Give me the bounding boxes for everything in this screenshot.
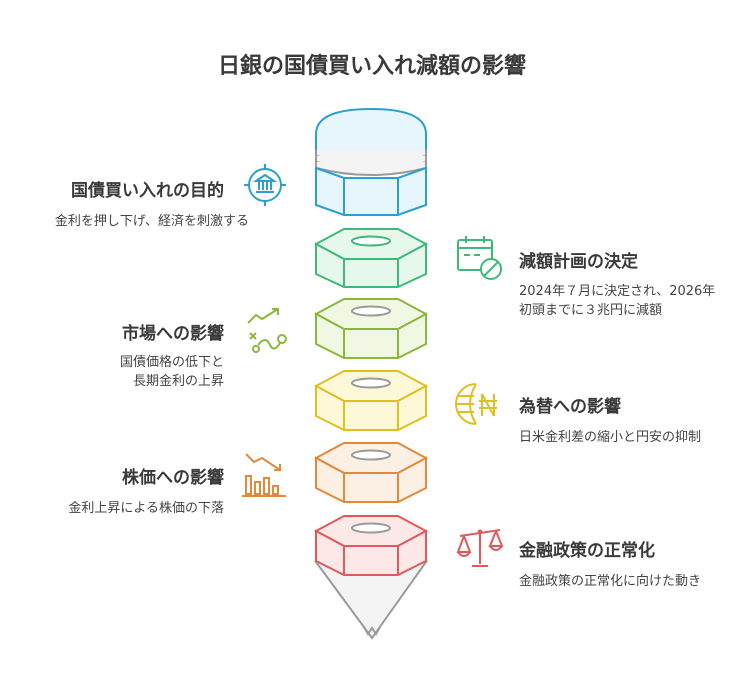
- label-stock-title: 株価への影響: [122, 468, 224, 488]
- page-title: 日銀の国債買い入れ減額の影響: [217, 54, 526, 79]
- label-stock-desc: 金利上昇による株価の下落: [68, 501, 224, 516]
- label-policy-title: 金融政策の正常化: [519, 541, 655, 561]
- label-market-title: 市場への影響: [122, 324, 224, 344]
- label-market-desc-2: 長期金利の上昇: [132, 374, 224, 389]
- nut-green: [313, 228, 429, 288]
- label-purpose-title: 国債買い入れの目的: [71, 181, 224, 201]
- nut-yellow: [313, 370, 429, 431]
- bank-icon: [244, 164, 286, 206]
- calendar-icon: [457, 236, 502, 280]
- label-market-desc-1: 国債価格の低下と: [119, 355, 224, 370]
- nut-olive: [313, 298, 429, 359]
- label-fx-desc: 日米金利差の縮小と円安の抑制: [519, 430, 702, 445]
- label-policy-desc: 金融政策の正常化に向けた動き: [519, 574, 702, 589]
- currency-icon: [455, 383, 497, 425]
- label-fx-title: 為替への影響: [519, 397, 621, 417]
- nut-orange: [313, 442, 429, 503]
- strategy-icon: [247, 308, 287, 353]
- label-plan-desc-2: 初頭までに３兆円に減額: [519, 303, 663, 318]
- nut-red: [313, 515, 429, 576]
- label-plan-title: 減額計画の決定: [519, 252, 638, 272]
- label-plan-desc-1: 2024年７月に決定され、2026年: [519, 284, 716, 299]
- scales-icon: [456, 529, 504, 567]
- top-cylinder: [315, 107, 427, 216]
- falling-chart-icon: [242, 453, 286, 497]
- label-purpose-desc: 金利を押し下げ、経済を刺激する: [54, 214, 249, 229]
